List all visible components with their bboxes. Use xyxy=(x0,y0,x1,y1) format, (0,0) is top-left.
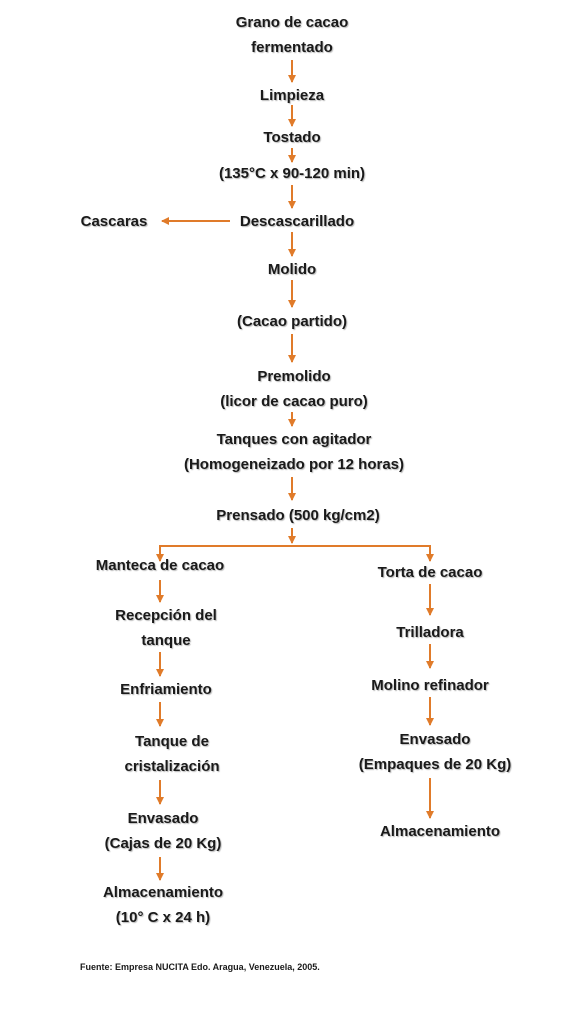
step-trilladora: Trilladora xyxy=(396,620,464,645)
step-envasado-der-line2: (Empaques de 20 Kg) xyxy=(358,756,512,773)
step-recepcion-line2: tanque xyxy=(141,632,191,649)
step-molino-label: Molino refinador xyxy=(371,677,489,694)
step-tanques-agitador: Tanques con agitador (Homogeneizado por … xyxy=(184,427,404,477)
step-cascaras-label: Cascaras xyxy=(80,213,148,230)
step-enfriamiento-label: Enfriamiento xyxy=(120,681,212,698)
step-tostado-condiciones: (135°C x 90-120 min) xyxy=(219,161,365,186)
step-premolido-line1: Premolido xyxy=(257,368,331,385)
step-trilladora-label: Trilladora xyxy=(396,624,464,641)
step-tanques-line2: (Homogeneizado por 12 horas) xyxy=(183,456,405,473)
step-cacao-partido: (Cacao partido) xyxy=(237,309,347,334)
step-tanque-crist-line2: cristalización xyxy=(124,758,220,775)
step-molino-refinador: Molino refinador xyxy=(371,673,489,698)
step-tanque-cristalizacion: Tanque de cristalización xyxy=(124,729,219,779)
step-almac-izq-line2: (10° C x 24 h) xyxy=(115,909,211,926)
step-manteca-cacao: Manteca de cacao xyxy=(96,553,224,578)
step-envasado-der-line1: Envasado xyxy=(399,731,471,748)
step-envasado-empaques: Envasado (Empaques de 20 Kg) xyxy=(359,727,512,777)
step-torta-cacao: Torta de cacao xyxy=(378,560,483,585)
step-tanques-line1: Tanques con agitador xyxy=(216,431,372,448)
step-descascarillado: Descascarillado xyxy=(240,209,354,234)
step-almacenamiento-izq: Almacenamiento (10° C x 24 h) xyxy=(103,880,223,930)
step-prensado: Prensado (500 kg/cm2) xyxy=(216,503,379,528)
step-tostado-label: Tostado xyxy=(263,129,321,146)
step-grano-fermentado: Grano de cacao fermentado xyxy=(236,10,349,60)
step-torta-label: Torta de cacao xyxy=(377,564,483,581)
step-envasado-izq-line2: (Cajas de 20 Kg) xyxy=(104,835,222,852)
step-almacenamiento-der: Almacenamiento xyxy=(380,819,500,844)
step-molido: Molido xyxy=(268,257,316,282)
step-limpieza-label: Limpieza xyxy=(259,87,325,104)
step-premolido-line2: (licor de cacao puro) xyxy=(220,393,368,410)
step-tostado-cond-label: (135°C x 90-120 min) xyxy=(218,165,366,182)
step-envasado-cajas: Envasado (Cajas de 20 Kg) xyxy=(105,806,222,856)
step-almac-izq-line1: Almacenamiento xyxy=(102,884,224,901)
step-cascaras: Cascaras xyxy=(81,209,148,234)
step-manteca-label: Manteca de cacao xyxy=(95,557,225,574)
step-molido-label: Molido xyxy=(267,261,317,278)
step-prensado-label: Prensado (500 kg/cm2) xyxy=(216,507,380,524)
step-enfriamiento: Enfriamiento xyxy=(120,677,212,702)
step-descascarillado-label: Descascarillado xyxy=(239,213,355,230)
step-recepcion-tanque: Recepción del tanque xyxy=(115,603,217,653)
step-tanque-crist-line1: Tanque de xyxy=(135,733,209,750)
step-grano-line1: Grano de cacao xyxy=(235,14,349,31)
step-cacao-partido-label: (Cacao partido) xyxy=(236,313,348,330)
step-limpieza: Limpieza xyxy=(260,83,324,108)
step-grano-line2: fermentado xyxy=(251,39,333,56)
step-envasado-izq-line1: Envasado xyxy=(127,810,199,827)
source-note: Fuente: Empresa NUCITA Edo. Aragua, Vene… xyxy=(80,962,320,972)
step-tostado: Tostado xyxy=(263,125,320,150)
step-recepcion-line1: Recepción del xyxy=(115,607,217,624)
step-almac-der-label: Almacenamiento xyxy=(379,823,501,840)
step-premolido: Premolido (licor de cacao puro) xyxy=(220,364,368,414)
